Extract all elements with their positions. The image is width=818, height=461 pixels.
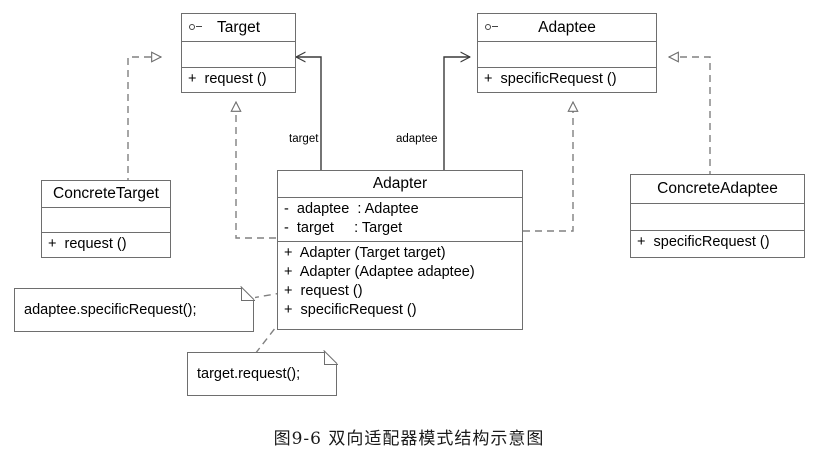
class-concreteadaptee-name-compartment: ConcreteAdaptee [631,175,804,204]
class-concreteadaptee-name: ConcreteAdaptee [657,180,778,198]
note-anchor-target-call [247,317,284,364]
note-body [187,352,337,396]
association-adapter-adaptee [443,57,470,172]
edge-label-adaptee-role: adaptee [396,133,438,145]
class-box-target[interactable]: Target + request () [181,13,296,93]
class-box-concreteadaptee[interactable]: ConcreteAdaptee + specificRequest () [630,174,805,258]
class-concreteadaptee-attributes-compartment [631,204,804,231]
class-adapter-operation: + specificRequest () [284,302,417,318]
class-concretetarget-attributes-compartment [42,208,170,233]
class-adapter-name: Adapter [372,175,428,193]
class-adaptee-name: Adaptee [538,18,596,36]
realization-adapter-to-target [236,102,276,239]
class-adapter-attribute: - adaptee : Adaptee [284,201,419,217]
class-concreteadaptee-operations-compartment: + specificRequest () [631,231,804,257]
realization-concretetarget-to-target [127,57,161,185]
note-fold-corner-icon [241,287,255,301]
class-box-concretetarget[interactable]: ConcreteTarget + request () [41,180,171,258]
realization-concreteadaptee-to-adaptee [669,57,711,178]
note-target-call[interactable]: target.request(); [187,351,338,396]
interface-lollipop-icon [485,23,499,32]
class-adaptee-operations-compartment: + specificRequest () [478,68,656,94]
class-adapter-name-compartment: Adapter [278,171,522,198]
note-adaptee-call-text: adaptee.specificRequest(); [24,302,197,318]
class-target-name-compartment: Target [182,14,295,42]
class-adapter-attributes-compartment: - adaptee : Adaptee - target : Target [278,198,522,242]
note-target-call-text: target.request(); [197,366,301,382]
note-fold-corner-icon [324,351,338,365]
class-box-adapter[interactable]: Adapter - adaptee : Adaptee - target : T… [277,170,523,330]
association-adapter-target [296,57,322,172]
class-adapter-operation: + Adapter (Adaptee adaptee) [284,264,475,280]
interface-lollipop-icon [189,23,203,32]
class-concretetarget-name: ConcreteTarget [53,185,159,203]
class-adapter-operation: + request () [284,283,363,299]
class-concretetarget-operation: + request () [48,236,127,252]
note-body [14,288,254,332]
class-adapter-operations-compartment: + Adapter (Target target) + Adapter (Ada… [278,242,522,331]
class-adapter-operation: + Adapter (Target target) [284,245,446,261]
class-target-operations-compartment: + request () [182,68,295,94]
class-concreteadaptee-operation: + specificRequest () [637,234,770,250]
edge-label-target-role: target [289,133,319,145]
class-concretetarget-name-compartment: ConcreteTarget [42,181,170,208]
class-concretetarget-operations-compartment: + request () [42,233,170,259]
realization-adapter-to-adaptee [523,102,573,232]
note-adaptee-call[interactable]: adaptee.specificRequest(); [14,287,255,332]
class-adaptee-attributes-compartment [478,42,656,68]
class-adaptee-operation: + specificRequest () [484,71,617,87]
class-adapter-attribute: - target : Target [284,220,403,236]
class-target-operation: + request () [188,71,267,87]
class-box-adaptee[interactable]: Adaptee + specificRequest () [477,13,657,93]
class-target-attributes-compartment [182,42,295,68]
note-anchor-adaptee-call [251,292,282,299]
class-adaptee-name-compartment: Adaptee [478,14,656,42]
class-target-name: Target [216,18,261,36]
figure-caption: 图9-6 双向适配器模式结构示意图 [273,429,545,449]
